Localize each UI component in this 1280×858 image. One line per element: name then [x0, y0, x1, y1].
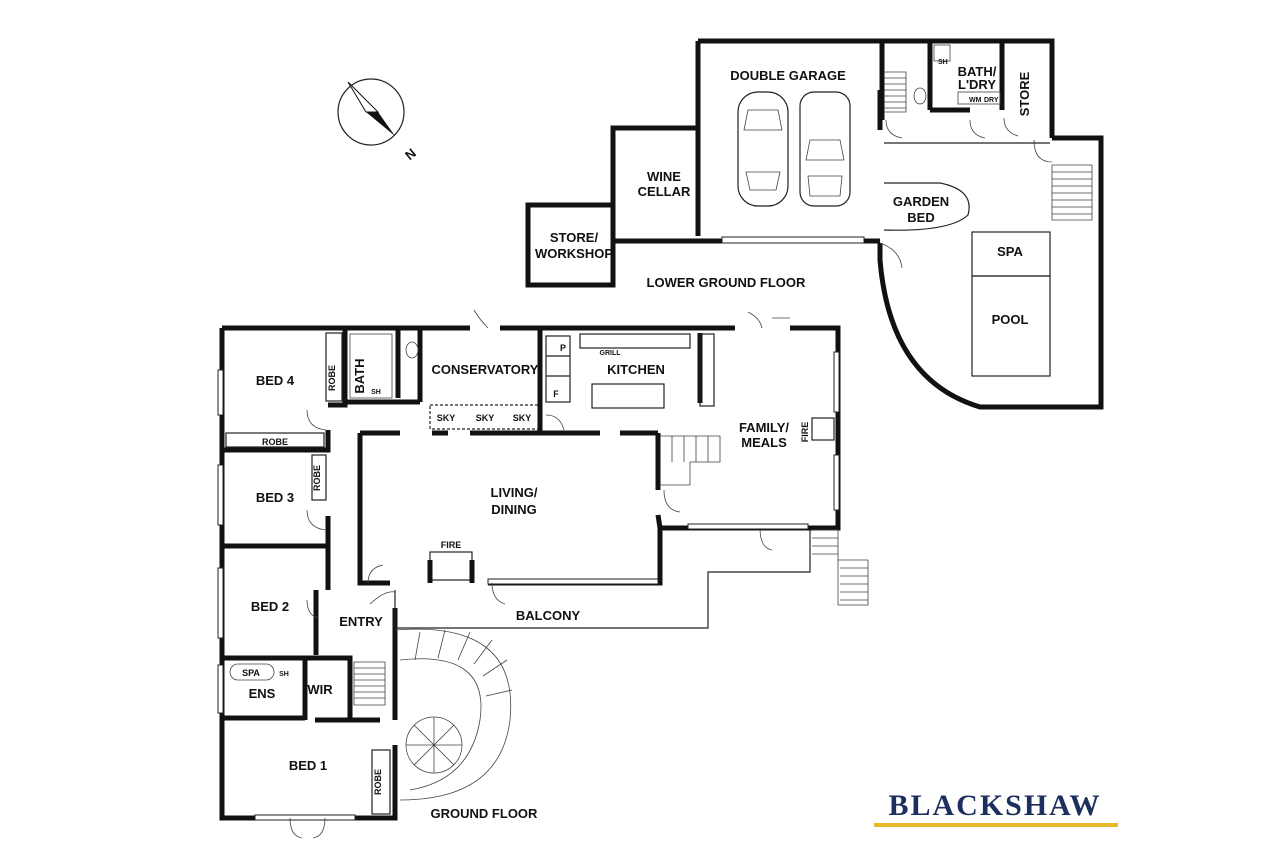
- label-sh-lower: SH: [938, 59, 948, 66]
- brand-underline: [874, 823, 1118, 827]
- label-sky-2: SKY: [476, 413, 495, 423]
- deck-stairs: [812, 529, 869, 606]
- label-ground-floor: GROUND FLOOR: [431, 806, 538, 821]
- label-sh-bath: SH: [371, 389, 381, 396]
- label-bed4: BED 4: [256, 373, 295, 388]
- lower-ground-floor: DOUBLE GARAGE BATH/ L'DRY STORE WINE CEL…: [525, 38, 1104, 410]
- label-robe-bed4-side: ROBE: [327, 365, 337, 391]
- label-spa: SPA: [997, 244, 1023, 259]
- label-garden-bed-2: BED: [907, 210, 934, 225]
- ensuite-walls: [222, 655, 380, 723]
- label-robe-bed4: ROBE: [262, 437, 288, 447]
- label-robe-bed3: ROBE: [312, 465, 322, 491]
- label-bed1: BED 1: [289, 758, 327, 773]
- label-wine-cellar-1: WINE: [647, 169, 681, 184]
- compass: N: [337, 78, 419, 163]
- lower-floor-walls: [525, 38, 1104, 410]
- car-left-icon: [737, 91, 789, 207]
- balcony-outline: [394, 530, 811, 629]
- label-store-lower: STORE: [1017, 71, 1032, 116]
- label-ens: ENS: [249, 686, 276, 701]
- label-ens-spa: SPA: [242, 668, 260, 678]
- pool-stairs: [1051, 164, 1093, 221]
- label-bed3: BED 3: [256, 490, 294, 505]
- brand-logo: BLACKSHAW: [874, 789, 1118, 827]
- label-sky-1: SKY: [437, 413, 456, 423]
- label-bath-laundry-2: L'DRY: [958, 77, 996, 92]
- garden-bed-outline: [883, 182, 970, 231]
- fireplace-family: [811, 417, 835, 441]
- label-kitchen: KITCHEN: [607, 362, 665, 377]
- ground-floor: BED 4 ROBE BED 3 ROBE BED 2 BED 1 ROBE R…: [217, 309, 869, 839]
- brand-name: BLACKSHAW: [888, 789, 1101, 822]
- label-fire-family: FIRE: [800, 422, 810, 443]
- compass-ring: [337, 78, 405, 146]
- kitchen-island: [591, 383, 665, 409]
- label-double-garage: DOUBLE GARAGE: [730, 68, 846, 83]
- label-bath-laundry-1: BATH/: [958, 64, 997, 79]
- robe-bed4: [225, 432, 325, 448]
- compass-north-label: N: [402, 145, 419, 163]
- label-robe-bed1: ROBE: [373, 769, 383, 795]
- label-bed2: BED 2: [251, 599, 289, 614]
- label-living-2: DINING: [491, 502, 537, 517]
- label-sh-ens: SH: [279, 671, 289, 678]
- label-living-1: LIVING/: [491, 485, 538, 500]
- label-garden-bed-1: GARDEN: [893, 194, 949, 209]
- label-sky-3: SKY: [513, 413, 532, 423]
- fireplace-living: [429, 551, 473, 581]
- label-store-workshop-1: STORE/: [550, 230, 599, 245]
- label-bath: BATH: [352, 358, 367, 393]
- label-store-workshop-2: WORKSHOP: [535, 246, 613, 261]
- bedroom-partitions: [222, 430, 331, 590]
- label-dry: DRY: [984, 97, 999, 104]
- label-wine-cellar-2: CELLAR: [638, 184, 691, 199]
- label-family-1: FAMILY/: [739, 420, 789, 435]
- pool-shape: [971, 275, 1051, 377]
- garage-stairs: [884, 71, 907, 113]
- pantry-fridge: [545, 335, 571, 403]
- car-right-icon: [799, 91, 851, 207]
- entry-stairs: [353, 661, 386, 706]
- label-fridge: F: [553, 389, 559, 399]
- ground-floor-walls: [219, 325, 841, 821]
- label-wir: WIR: [307, 682, 333, 697]
- label-fire-living: FIRE: [441, 540, 462, 550]
- label-entry: ENTRY: [339, 614, 383, 629]
- kitchen-bench: [579, 333, 691, 349]
- family-stairs: [660, 435, 721, 486]
- curved-stairs: [394, 628, 513, 801]
- label-pool: POOL: [992, 312, 1029, 327]
- label-lower-ground-floor: LOWER GROUND FLOOR: [647, 275, 806, 290]
- skylights: [429, 404, 539, 430]
- label-wm: WM: [969, 97, 982, 104]
- label-balcony: BALCONY: [516, 608, 581, 623]
- label-grill: GRILL: [600, 350, 622, 357]
- bath-laundry-walls: [927, 41, 1005, 113]
- label-pantry: P: [560, 343, 566, 353]
- label-family-2: MEALS: [741, 435, 787, 450]
- label-conservatory: CONSERVATORY: [432, 362, 539, 377]
